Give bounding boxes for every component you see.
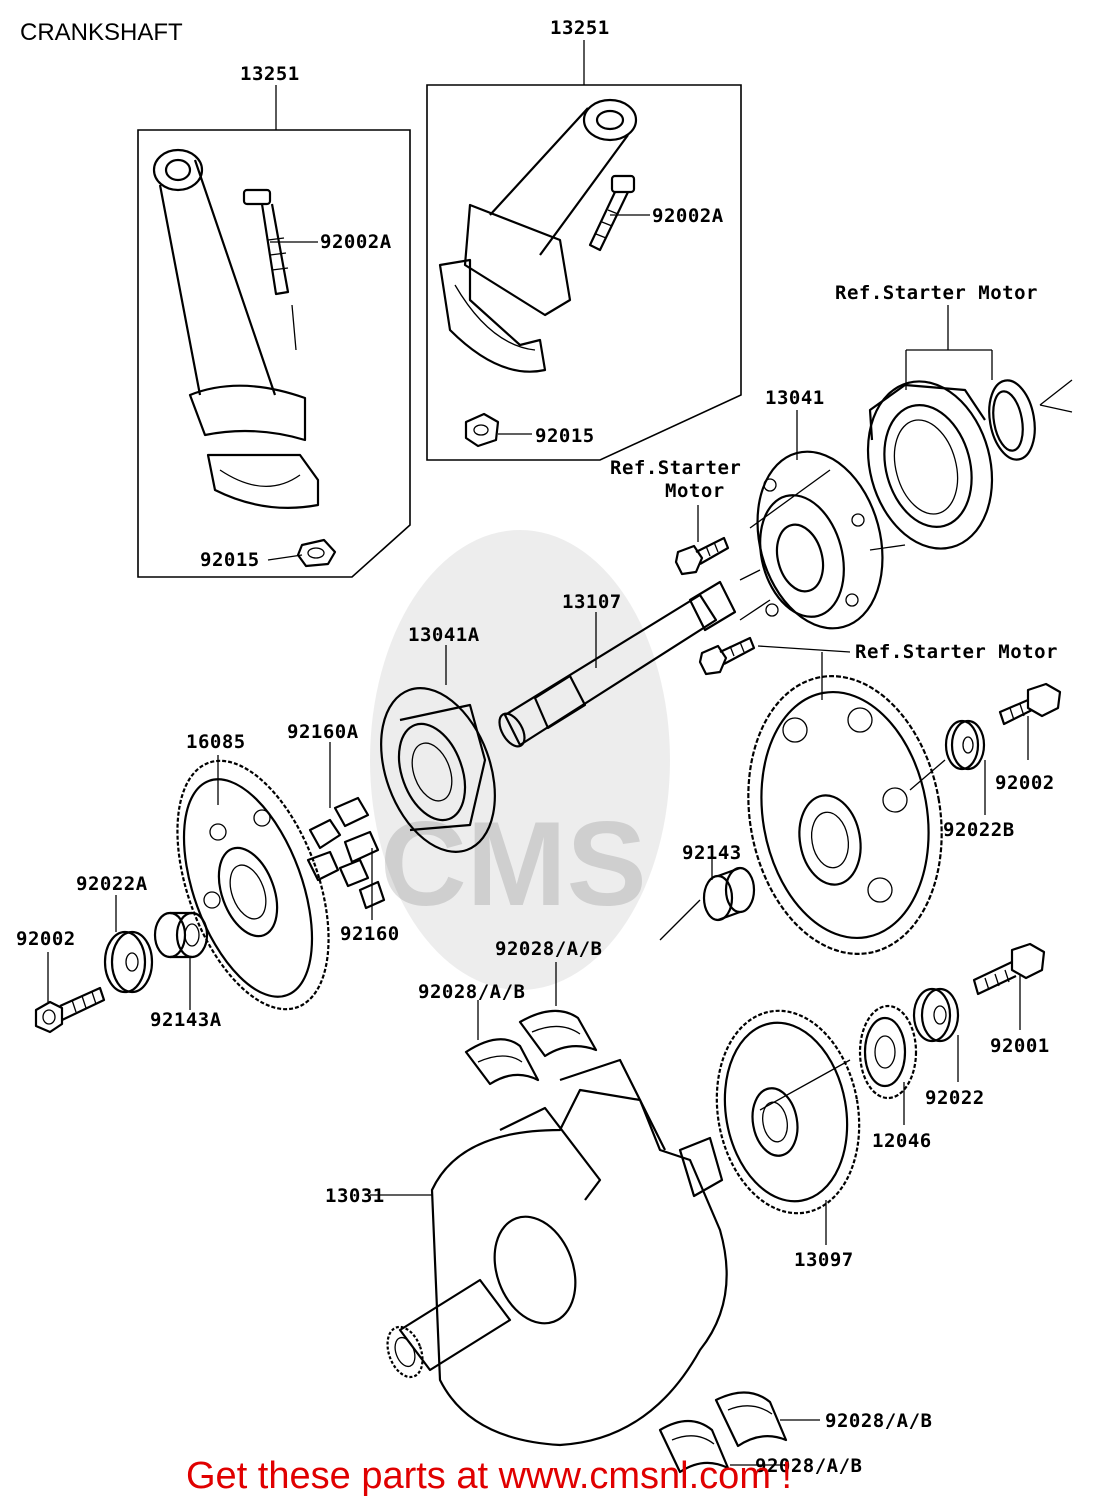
label-ref-starter-top: Ref.Starter Motor <box>835 282 1038 304</box>
collar-92143a <box>153 911 209 1010</box>
label-ref-starter-mid-1: Ref.Starter <box>610 457 741 479</box>
starter-clutch-group <box>674 305 1073 676</box>
assembly-box-left <box>137 129 411 578</box>
label-gear-13097: 13097 <box>794 1249 854 1271</box>
label-nut-right: 92015 <box>535 425 595 447</box>
label-bearing-upper: 92028/A/B <box>418 981 525 1003</box>
starter-bolt-upper <box>674 536 730 576</box>
crank-bearing-upper-left <box>464 1038 540 1086</box>
one-way-clutch <box>866 380 994 550</box>
gear-16085 <box>176 755 330 1011</box>
crank-bearing-lower-left <box>658 1419 730 1474</box>
crank-bearing-lower-right <box>714 1391 788 1448</box>
washer-92022b <box>909 719 986 815</box>
washer-92022 <box>912 987 960 1082</box>
label-gear-12046: 12046 <box>872 1130 932 1152</box>
starter-shaft <box>498 569 771 748</box>
label-bolt-92002-right: 92002 <box>995 772 1055 794</box>
label-conrod-right: 13251 <box>550 17 610 39</box>
label-housing: 13041 <box>765 387 825 409</box>
thrust-ring <box>988 379 1036 461</box>
label-bearing-low-1: 92028/A/B <box>825 1410 932 1432</box>
starter-clutch-housing <box>756 450 884 630</box>
label-collar-92143: 92143 <box>682 842 742 864</box>
starter-idle-gear <box>747 652 943 955</box>
conrod-bolt-left <box>242 188 290 296</box>
label-crankshaft: 13031 <box>325 1185 385 1207</box>
watermark: CMS <box>370 530 670 990</box>
label-washer-92022b: 92022B <box>943 819 1015 841</box>
damper-rubber <box>338 848 386 920</box>
label-housing-a: 13041A <box>408 624 480 646</box>
watermark-text: CMS <box>380 797 647 931</box>
gear-13097 <box>715 1009 861 1245</box>
conrod-bolt-right <box>588 174 636 252</box>
label-damper-a: 92160A <box>287 721 359 743</box>
label-bolt-left: 92002A <box>320 231 392 253</box>
label-ref-starter-mid-2: Motor <box>665 480 725 502</box>
label-nut-left: 92015 <box>200 549 260 571</box>
crank-bearing-upper-right <box>518 1009 598 1058</box>
label-bearing-mid: 92028/A/B <box>495 938 602 960</box>
label-bolt-92002-left: 92002 <box>16 928 76 950</box>
washer-92022a <box>103 895 154 994</box>
label-bearing-low-2: 92028/A/B <box>755 1455 862 1477</box>
label-gear-16085: 16085 <box>186 731 246 753</box>
label-shaft: 13107 <box>562 591 622 613</box>
conrod-assembly-right <box>426 40 742 461</box>
assembly-box-right <box>426 84 742 461</box>
conrod-assembly-left <box>137 85 411 578</box>
connecting-rod-left <box>152 148 320 509</box>
footer-link[interactable]: Get these parts at www.cmsnl.com ! <box>186 1455 792 1497</box>
label-conrod-left: 13251 <box>240 63 300 85</box>
bolt-92002-left <box>34 952 106 1034</box>
label-collar-92143a: 92143A <box>150 1009 222 1031</box>
bolt-92002-right <box>998 682 1062 760</box>
collar-92143 <box>659 845 756 941</box>
crankshaft <box>370 1058 728 1447</box>
starter-clutch-housing-a <box>380 645 496 853</box>
label-damper: 92160 <box>340 923 400 945</box>
bolt-92001 <box>972 942 1046 1030</box>
connecting-rod-right <box>438 98 638 373</box>
label-ref-starter-right: Ref.Starter Motor <box>855 641 1058 663</box>
label-bolt-92001: 92001 <box>990 1035 1050 1057</box>
page-title: CRANKSHAFT <box>20 19 183 46</box>
part-labels: 13251 13251 92002A 92002A 92015 92015 Re… <box>16 17 1058 1477</box>
label-washer-92022a: 92022A <box>76 873 148 895</box>
conrod-nut-right <box>464 412 500 448</box>
gear-12046 <box>858 1004 918 1125</box>
label-washer-92022: 92022 <box>925 1087 985 1109</box>
conrod-nut-left <box>296 538 337 568</box>
starter-bolt-lower <box>698 636 756 676</box>
label-bolt-right: 92002A <box>652 205 724 227</box>
damper-rubber-a <box>306 742 380 882</box>
